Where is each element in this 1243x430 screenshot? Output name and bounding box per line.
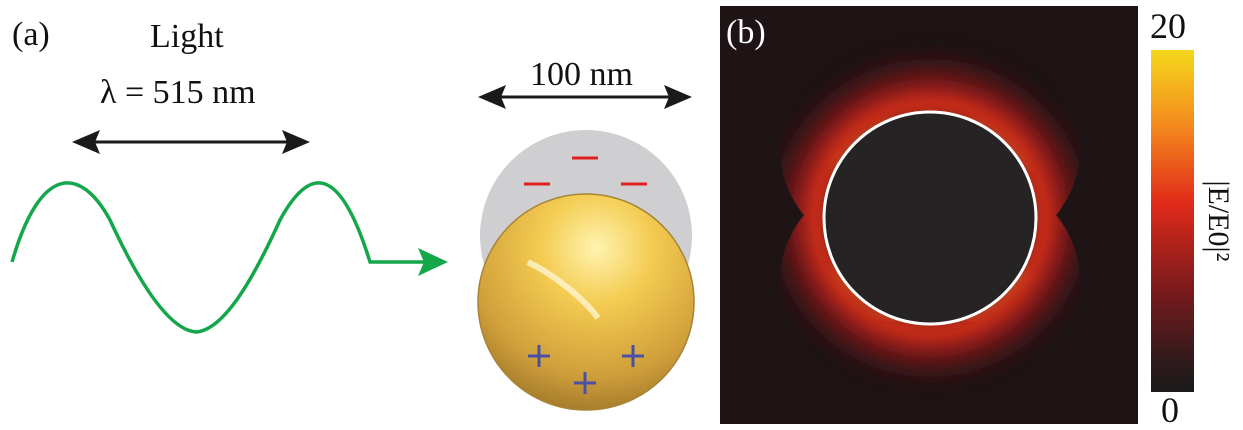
field-map <box>720 6 1138 424</box>
wave-arrowhead <box>418 248 448 276</box>
colorbar-gradient <box>1151 50 1194 392</box>
positive-charges <box>528 345 644 394</box>
particle-cross-section <box>822 110 1038 326</box>
light-title: Light <box>150 18 224 55</box>
wavelength-label: λ = 515 nm <box>100 74 256 111</box>
panel-a-label: (a) <box>12 16 50 53</box>
panel-b-label: (b) <box>726 14 766 51</box>
light-wave <box>10 181 448 334</box>
colorbar-max: 20 <box>1150 6 1186 46</box>
polarization-arrow <box>72 130 310 154</box>
negative-charges <box>524 156 647 186</box>
colorbar <box>1151 50 1194 392</box>
colorbar-title: |E/E0|² <box>1202 180 1235 262</box>
gold-nanoparticle <box>477 130 695 411</box>
colorbar-min: 0 <box>1161 390 1179 430</box>
size-label: 100 nm <box>530 56 633 93</box>
size-arrow <box>478 85 692 109</box>
